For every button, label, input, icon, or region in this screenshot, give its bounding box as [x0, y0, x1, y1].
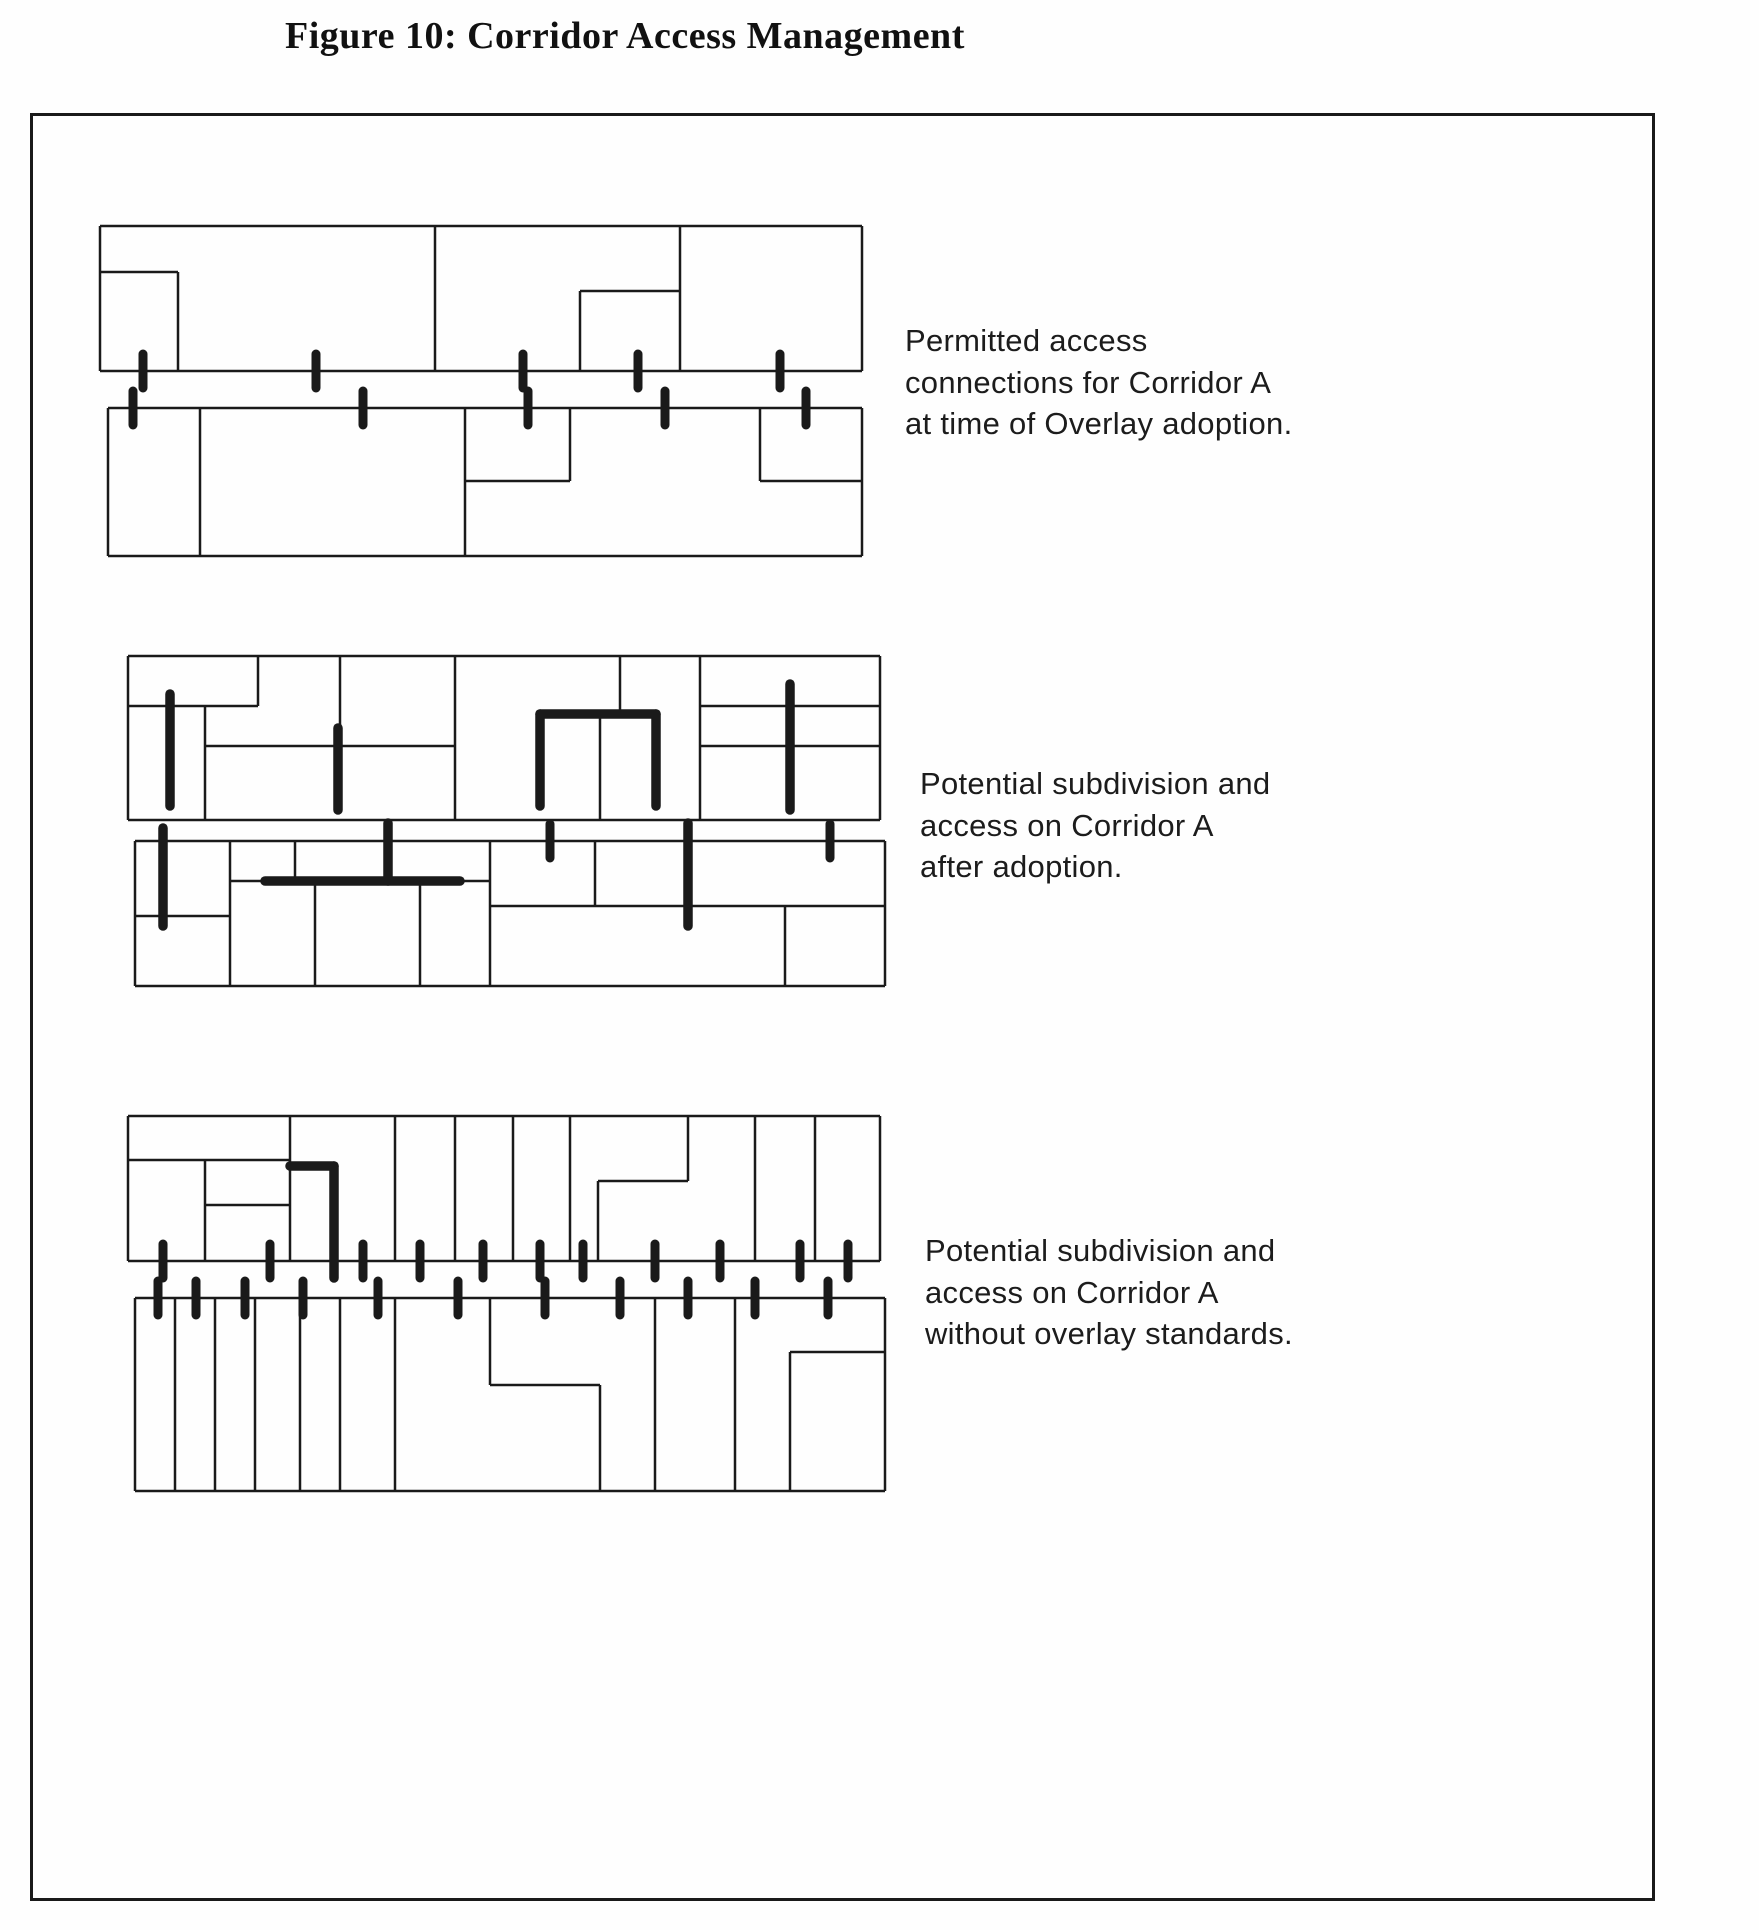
figure-frame [30, 113, 1655, 1901]
figure-title: Figure 10: Corridor Access Management [285, 15, 965, 57]
caption-permitted-access: Permitted access connections for Corrido… [905, 323, 1293, 442]
caption-subdivision-after-adoption: Potential subdivision and access on Corr… [920, 766, 1271, 885]
panel-2-diagram [126, 654, 887, 988]
caption-subdivision-without-overlay: Potential subdivision and access on Corr… [925, 1233, 1293, 1352]
panel-3-diagram [126, 1114, 887, 1493]
panel-1-diagram [98, 224, 864, 558]
